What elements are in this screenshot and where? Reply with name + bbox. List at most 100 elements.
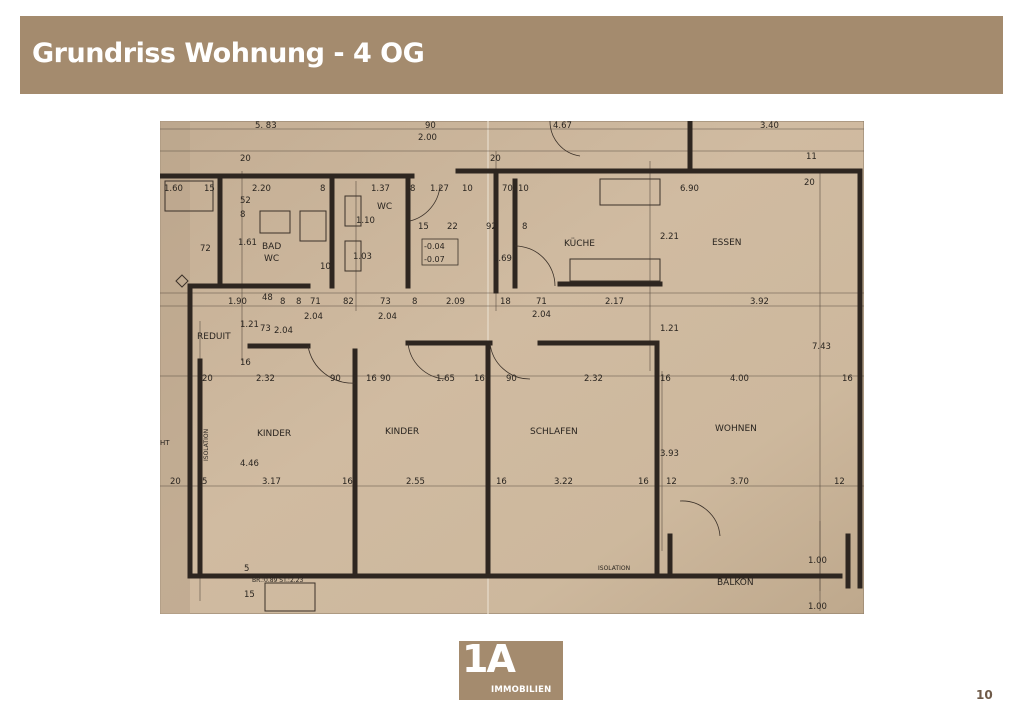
dim-label: 3.40 [760, 121, 779, 131]
dim-label: 2.04 [532, 310, 551, 320]
dim-label: 15 [244, 590, 255, 600]
dim-label: 7.43 [812, 342, 831, 352]
room-label-kueche: KÜCHE [564, 238, 595, 249]
room-label-schlafen: SCHLAFEN [530, 427, 578, 437]
room-label-bad: BAD [262, 242, 281, 252]
dim-label: 4.00 [730, 374, 749, 384]
room-label-ht: HT [160, 439, 170, 447]
dim-label: 52 [240, 196, 251, 206]
dim-label: 2.21 [660, 232, 679, 242]
dim-label: 1.65 [436, 374, 455, 384]
isolation-label-bottom: ISOLATION [598, 565, 630, 572]
floor-plan-image: BAD WC WC KÜCHE ESSEN REDUIT KINDER KIND… [160, 121, 864, 614]
dim-label: 1.60 [164, 184, 183, 194]
dim-label: 3.93 [660, 449, 679, 459]
dim-label: 12 [834, 477, 845, 487]
dim-label: 2.04 [274, 326, 293, 336]
dim-label: 2.04 [378, 312, 397, 322]
dim-label: 73 [260, 324, 271, 334]
dim-label: 2.55 [406, 477, 425, 487]
dim-label: 90 [506, 374, 517, 384]
dim-label: 48 [262, 293, 273, 303]
dim-label: 8 [320, 184, 325, 194]
dim-label: 16 [638, 477, 649, 487]
dim-label: 2.32 [584, 374, 603, 384]
isolation-label-left: ISOLATION [203, 429, 210, 461]
dim-label: 1.69 [493, 254, 512, 264]
dim-label: 1.27 [430, 184, 449, 194]
dim-label: 70 [502, 184, 513, 194]
company-logo: 1A IMMOBILIEN [459, 637, 563, 700]
dim-label: 1.61 [238, 238, 257, 248]
level-b: -0.07 [424, 255, 445, 264]
dim-label: 2.17 [605, 297, 624, 307]
logo-mark: 1A [462, 637, 516, 681]
page-number: 10 [976, 688, 993, 702]
dim-label: 18 [500, 297, 511, 307]
dim-label: 3.17 [262, 477, 281, 487]
dim-label: 22 [447, 222, 458, 232]
room-label-balkon: BALKON [717, 578, 754, 588]
room-label-kinder-2: KINDER [385, 427, 419, 437]
page-title: Grundriss Wohnung - 4 OG [32, 38, 425, 69]
dim-label: 12 [666, 477, 677, 487]
dim-label: 5. 83 [255, 121, 277, 131]
dim-label: 8 [410, 184, 415, 194]
dim-label: 2.00 [418, 133, 437, 143]
title-bar: Grundriss Wohnung - 4 OG [20, 16, 1003, 94]
level-a: -0.04 [424, 242, 445, 251]
dim-label: 90 [425, 121, 436, 131]
dim-label: 5 [244, 564, 249, 574]
dim-label: 20 [202, 374, 213, 384]
dim-label: 8 [280, 297, 285, 307]
dim-label: 3.22 [554, 477, 573, 487]
dim-label: 71 [536, 297, 547, 307]
dim-label: 16 [660, 374, 671, 384]
dim-label: 16 [240, 358, 251, 368]
dim-label: 16 [342, 477, 353, 487]
dim-label: 2.09 [446, 297, 465, 307]
dim-label: 1.10 [356, 216, 375, 226]
dim-label: 8 [296, 297, 301, 307]
room-label-essen: ESSEN [712, 238, 742, 248]
dim-label: 20 [804, 178, 815, 188]
dim-label: 10 [462, 184, 473, 194]
dim-label: 1.00 [808, 556, 827, 566]
dim-label: 1.37 [371, 184, 390, 194]
dim-label: 82 [343, 297, 354, 307]
dim-label: 20 [170, 477, 181, 487]
dim-label: 4.46 [240, 459, 259, 469]
dim-label: 16 [496, 477, 507, 487]
dim-label: 16 [474, 374, 485, 384]
dim-label: 6.90 [680, 184, 699, 194]
dim-label: 1.90 [228, 297, 247, 307]
dim-label: 73 [380, 297, 391, 307]
room-label-reduit: REDUIT [197, 332, 231, 342]
dim-label: 16 [366, 374, 377, 384]
dim-label: 72 [200, 244, 211, 254]
dim-label: 1.21 [660, 324, 679, 334]
room-label-wohnen: WOHNEN [715, 424, 757, 434]
dim-label: 1.03 [353, 252, 372, 262]
dim-label: 2.32 [256, 374, 275, 384]
dim-label: 8 [240, 210, 245, 220]
dim-label: 15 [204, 184, 215, 194]
dim-label: 15 [418, 222, 429, 232]
dim-label: 90 [380, 374, 391, 384]
dim-label: 90 [330, 374, 341, 384]
dim-label: 8 [522, 222, 527, 232]
dim-label: 10 [518, 184, 529, 194]
dim-label: 3.92 [750, 297, 769, 307]
dim-label: 3.70 [730, 477, 749, 487]
dim-label: 2.20 [252, 184, 271, 194]
room-label-bad-wc: WC [264, 254, 279, 264]
dim-label: 11 [806, 152, 817, 162]
dim-label: 20 [240, 154, 251, 164]
window-note: BR.:0.89 ST.:2.23 [252, 577, 303, 584]
dim-label: 92 [486, 222, 497, 232]
dim-label: 20 [490, 154, 501, 164]
dim-label: 1.21 [240, 320, 259, 330]
dim-label: 71 [310, 297, 321, 307]
dim-label: 2.04 [304, 312, 323, 322]
dim-label: 10 [320, 262, 331, 272]
